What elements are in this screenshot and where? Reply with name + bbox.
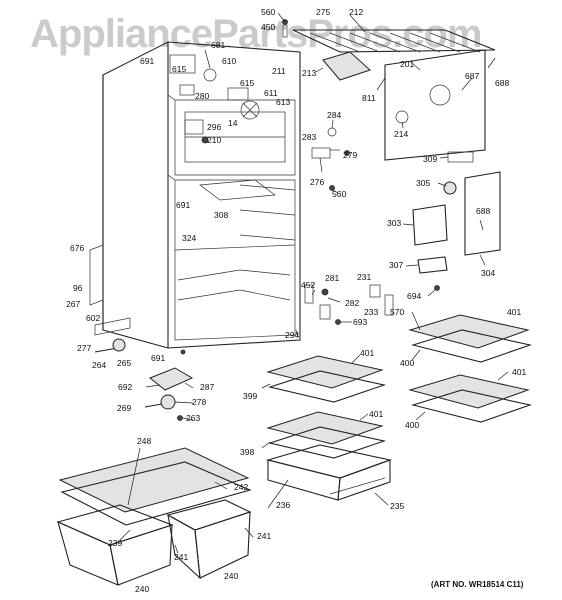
glass-shelf-center-lower — [266, 411, 387, 459]
crisper-pan-right — [166, 499, 252, 580]
label-294: 294 — [285, 330, 299, 340]
label-304: 304 — [481, 268, 495, 278]
label-398: 398 — [240, 447, 254, 457]
label-248: 248 — [137, 436, 151, 446]
label-400: 400 — [400, 358, 414, 368]
leveling-and-rollers — [94, 338, 194, 421]
label-688-b: 688 — [476, 206, 490, 216]
freezer-damper — [412, 171, 501, 291]
label-611: 611 — [264, 88, 278, 98]
label-694: 694 — [407, 291, 421, 301]
label-610: 610 — [222, 56, 236, 66]
control-housing — [169, 19, 288, 144]
label-401-c: 401 — [512, 367, 526, 377]
label-240: 240 — [135, 584, 149, 594]
glass-shelf-center-upper — [266, 355, 387, 403]
glass-shelf-right-upper — [408, 314, 533, 363]
label-96: 96 — [73, 283, 83, 293]
label-688: 688 — [495, 78, 509, 88]
label-452: 452 — [301, 280, 315, 290]
part-labels: 560 275 212 450 681 691 615 610 213 201 … — [66, 7, 526, 594]
label-276: 276 — [310, 177, 324, 187]
label-201: 201 — [400, 59, 414, 69]
label-280: 280 — [195, 91, 209, 101]
label-692: 692 — [118, 382, 132, 392]
label-235: 235 — [390, 501, 404, 511]
label-560: 560 — [261, 7, 275, 17]
label-613: 613 — [276, 97, 290, 107]
label-213: 213 — [302, 68, 316, 78]
label-233: 233 — [364, 307, 378, 317]
label-287: 287 — [200, 382, 214, 392]
label-691: 691 — [140, 56, 154, 66]
meat-drawer — [265, 444, 392, 501]
label-691-b: 691 — [176, 200, 190, 210]
label-309: 309 — [423, 154, 437, 164]
cabinet — [89, 41, 301, 349]
label-278: 278 — [192, 397, 206, 407]
label-242: 242 — [234, 482, 248, 492]
label-401-d: 401 — [369, 409, 383, 419]
label-212: 212 — [349, 7, 363, 17]
label-241: 241 — [174, 552, 188, 562]
label-305: 305 — [416, 178, 430, 188]
leader-lines — [119, 12, 509, 554]
label-214: 214 — [394, 129, 408, 139]
label-615-b: 615 — [240, 78, 254, 88]
label-676: 676 — [70, 243, 84, 253]
label-450: 450 — [261, 22, 275, 32]
label-211: 211 — [272, 66, 286, 76]
label-284: 284 — [327, 110, 341, 120]
label-602: 602 — [86, 313, 100, 323]
label-308: 308 — [214, 210, 228, 220]
label-615: 615 — [172, 64, 186, 74]
label-811: 811 — [362, 93, 376, 103]
label-265: 265 — [117, 358, 131, 368]
label-239: 239 — [108, 538, 122, 548]
label-400-b: 400 — [405, 420, 419, 430]
label-277: 277 — [77, 343, 91, 353]
art-number: (ART NO. WR18514 C11) — [431, 580, 524, 589]
glass-shelf-right-lower — [408, 374, 533, 423]
label-231: 231 — [357, 272, 371, 282]
label-210: 210 — [207, 135, 221, 145]
label-264: 264 — [92, 360, 106, 370]
label-681: 681 — [211, 40, 225, 50]
label-283: 283 — [302, 132, 316, 142]
label-693: 693 — [353, 317, 367, 327]
hardware-bits — [304, 127, 394, 325]
label-307: 307 — [389, 260, 403, 270]
label-687: 687 — [465, 71, 479, 81]
label-240-b: 240 — [224, 571, 238, 581]
label-691-c: 691 — [151, 353, 165, 363]
label-269: 269 — [117, 403, 131, 413]
label-236: 236 — [276, 500, 290, 510]
label-263: 263 — [186, 413, 200, 423]
label-282: 282 — [345, 298, 359, 308]
label-14: 14 — [228, 118, 238, 128]
label-401: 401 — [507, 307, 521, 317]
top-wire-shelf — [292, 29, 496, 53]
label-399: 399 — [243, 391, 257, 401]
label-281: 281 — [325, 273, 339, 283]
label-570: 570 — [390, 307, 404, 317]
label-324: 324 — [182, 233, 196, 243]
fan-grille — [322, 51, 371, 81]
label-401-b: 401 — [360, 348, 374, 358]
label-241-b: 241 — [257, 531, 271, 541]
label-267: 267 — [66, 299, 80, 309]
label-560-b: 560 — [332, 189, 346, 199]
label-279: 279 — [343, 150, 357, 160]
label-296: 296 — [207, 122, 221, 132]
crisper-pan-left — [56, 504, 174, 586]
label-275: 275 — [316, 7, 330, 17]
crisper-cover — [58, 447, 252, 526]
label-303: 303 — [387, 218, 401, 228]
